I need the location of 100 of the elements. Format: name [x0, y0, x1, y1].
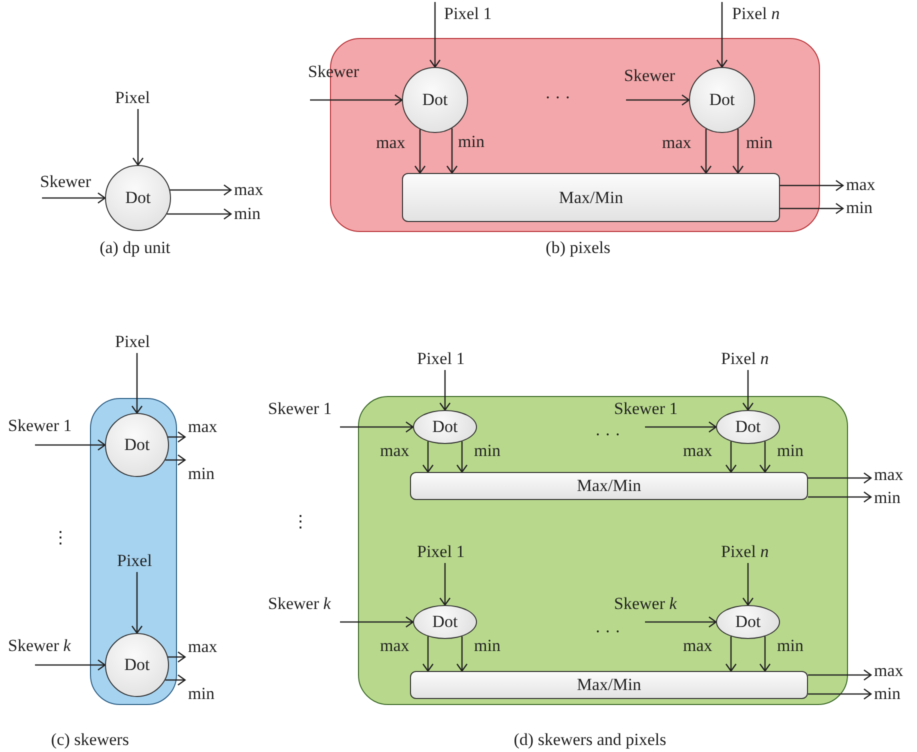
arrow — [716, 2, 728, 68]
signal-label: min — [188, 684, 214, 704]
dot-unit-circle: Dot — [105, 413, 169, 477]
arrow — [456, 636, 468, 672]
signal-label: Pixel — [115, 332, 150, 352]
dot-unit-circle: Dot — [413, 605, 477, 639]
arrow — [168, 431, 186, 443]
arrow — [131, 572, 143, 634]
arrow — [429, 2, 441, 68]
signal-label: Pixel 1 — [417, 349, 465, 369]
signal-label: min — [846, 198, 872, 218]
signal-label: max — [846, 175, 876, 195]
arrow — [808, 472, 872, 484]
edge-label: min — [777, 441, 804, 462]
arrow — [732, 128, 744, 174]
arrow — [35, 659, 106, 671]
signal-label: Pixel 1 — [417, 542, 465, 562]
signal-label: min — [188, 464, 214, 484]
max-min-box: Max/Min — [402, 173, 780, 222]
signal-label: min — [234, 204, 260, 224]
edge-label: min — [458, 132, 484, 152]
edge-label: min — [474, 636, 500, 656]
arrow — [414, 129, 426, 174]
signal-label: min — [874, 488, 900, 508]
caption: (d) skewers and pixels — [514, 730, 666, 750]
ellipsis: · · · — [545, 88, 570, 108]
edge-label: min — [474, 441, 500, 462]
arrow — [131, 353, 143, 414]
panel-background — [90, 398, 177, 705]
signal-label: Pixel 1 — [444, 4, 492, 24]
signal-label: Pixel n — [721, 542, 769, 562]
signal-label: max — [874, 661, 904, 681]
edge-label: max — [380, 441, 410, 462]
edge-label: min — [746, 132, 772, 153]
arrow — [808, 491, 872, 503]
max-min-box: Max/Min — [410, 671, 808, 699]
arrow — [165, 674, 186, 686]
signal-label: Skewer k — [268, 594, 331, 614]
arrow — [168, 651, 186, 663]
arrow — [808, 688, 872, 700]
caption: (c) skewers — [51, 730, 129, 750]
panel-background — [358, 396, 848, 705]
signal-label: Pixel — [117, 551, 152, 571]
dot-unit-circle: Dot — [716, 410, 780, 444]
arrow — [310, 94, 403, 106]
max-min-box: Max/Min — [410, 472, 808, 500]
edge-label: min — [777, 636, 804, 656]
dot-unit-circle: Dot — [105, 633, 169, 697]
signal-label: max — [234, 180, 264, 200]
arrow — [780, 202, 844, 214]
signal-label: min — [874, 684, 900, 704]
signal-label: Skewer k — [614, 594, 677, 614]
arrow — [170, 184, 232, 196]
dot-unit-circle: Dot — [689, 67, 755, 133]
arrow — [759, 636, 771, 672]
arrow — [35, 439, 106, 451]
arrow — [439, 370, 451, 411]
arrow — [725, 636, 737, 672]
arrow — [446, 128, 458, 174]
arrow — [165, 454, 186, 466]
signal-label: Pixel n — [721, 349, 769, 369]
arrow — [439, 563, 451, 606]
ellipsis: · · · — [595, 425, 620, 445]
vertical-ellipsis: ⋮ — [292, 512, 309, 532]
arrow — [700, 128, 712, 174]
edge-label: max — [380, 636, 410, 656]
signal-label: Skewer — [40, 172, 91, 192]
arrow — [340, 616, 414, 628]
edge-label: max — [376, 133, 406, 154]
dot-unit-circle: Dot — [105, 165, 171, 231]
signal-label: max — [188, 637, 218, 657]
signal-label: Pixel n — [732, 4, 780, 24]
signal-label: Skewer 1 — [614, 399, 678, 419]
arrow — [645, 421, 717, 433]
caption: (b) pixels — [546, 238, 610, 258]
arrow — [645, 616, 717, 628]
vertical-ellipsis: ⋮ — [52, 528, 69, 548]
arrow — [340, 421, 414, 433]
signal-label: max — [874, 465, 904, 485]
arrow — [42, 192, 106, 204]
signal-label: Pixel — [115, 88, 150, 108]
edge-label: max — [683, 636, 712, 656]
signal-label: Skewer — [624, 66, 675, 86]
arrow — [166, 208, 232, 220]
arrow — [456, 441, 468, 473]
signal-label: max — [188, 417, 218, 437]
edge-label: max — [683, 441, 712, 462]
edge-label: max — [662, 132, 692, 153]
arrow — [132, 109, 144, 166]
arrow — [422, 636, 434, 672]
arrow — [725, 441, 737, 473]
arrow — [742, 370, 754, 411]
arrow — [759, 441, 771, 473]
signal-label: Skewer 1 — [268, 399, 332, 419]
signal-label: Skewer — [308, 62, 359, 82]
arrow — [808, 669, 872, 681]
dot-unit-circle: Dot — [413, 410, 477, 444]
dot-unit-circle: Dot — [716, 605, 780, 639]
ellipsis: · · · — [595, 622, 620, 642]
dot-unit-circle: Dot — [402, 67, 468, 133]
